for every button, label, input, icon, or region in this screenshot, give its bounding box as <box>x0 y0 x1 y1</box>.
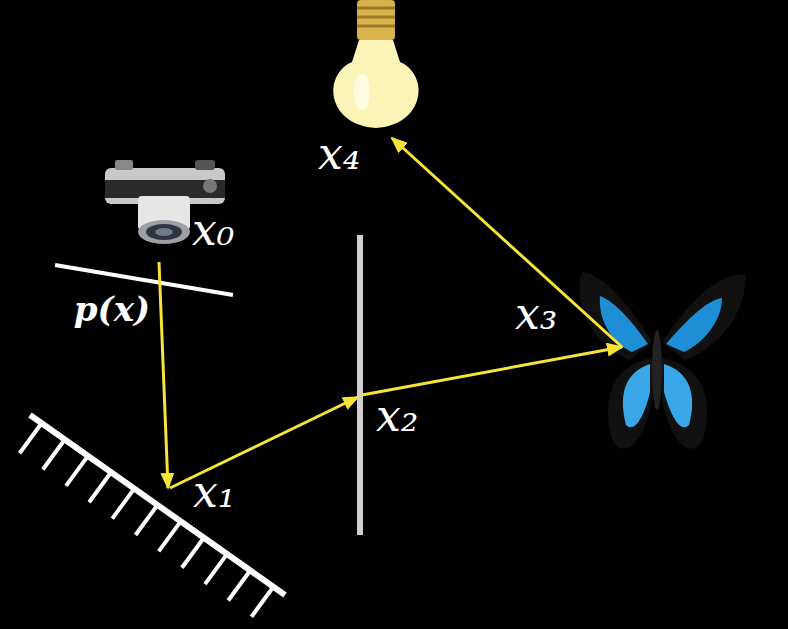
light-bulb <box>333 0 418 128</box>
point-label: x₀ <box>192 208 234 252</box>
plane-label: p(x) <box>74 292 150 326</box>
point-label: x₄ <box>318 132 360 176</box>
mirror <box>20 415 285 617</box>
point-label: x₁ <box>193 470 235 514</box>
butterfly <box>579 272 745 449</box>
point-label: x₂ <box>376 394 418 438</box>
image-plane <box>55 265 233 295</box>
light-path <box>159 138 622 488</box>
point-label: x₃ <box>515 292 557 336</box>
glass-pane <box>357 235 363 535</box>
